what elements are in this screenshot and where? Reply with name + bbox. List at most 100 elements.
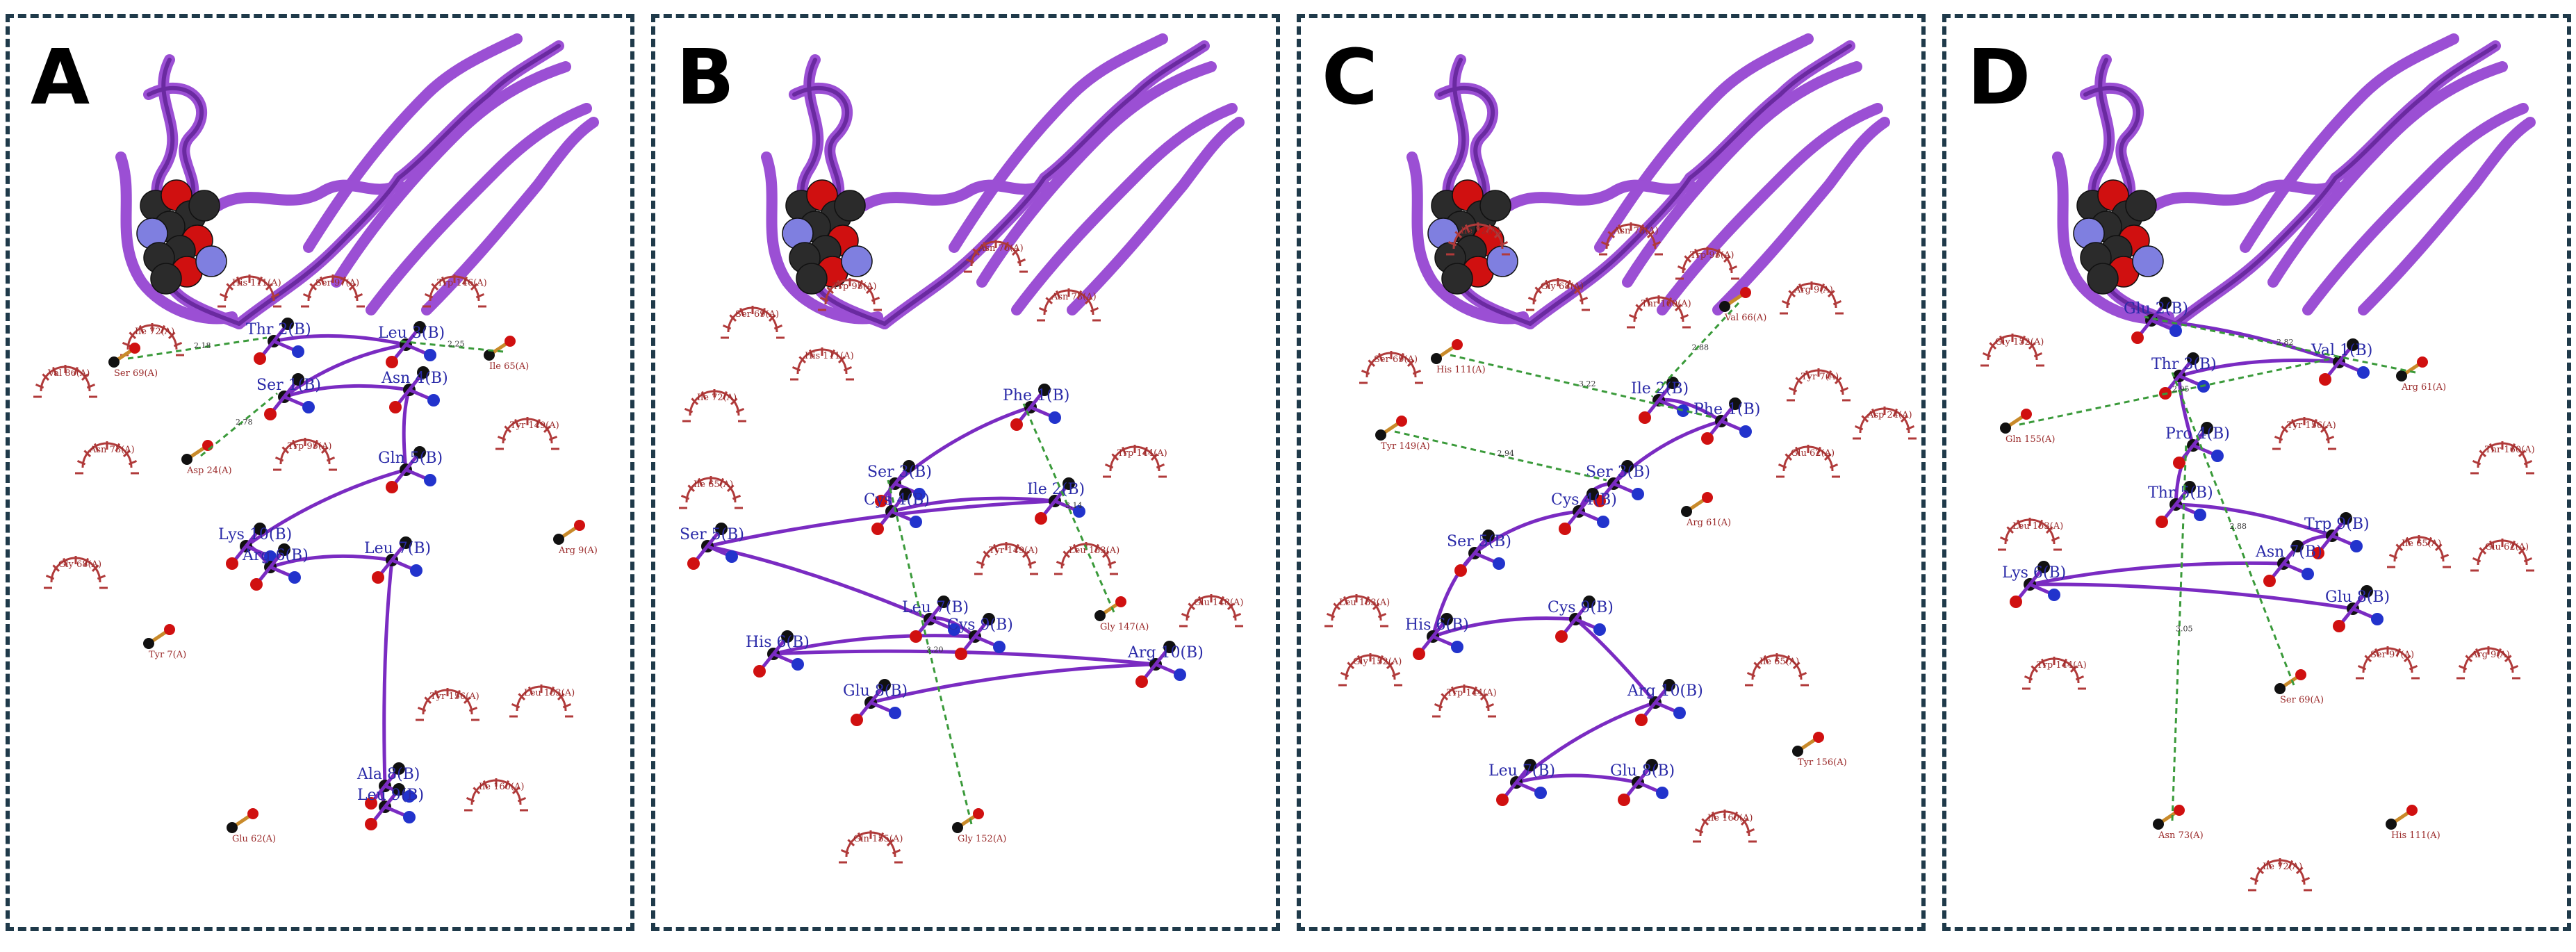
peptide-residue-labels: Glu 2(B)Val 1(B)Thr 3(B)Pro 4(B)Thr 5(B)…: [2002, 300, 2390, 606]
atom-7-1: [2037, 561, 2050, 573]
peptide-residue-label: Arg 6(B): [242, 547, 309, 564]
atom-4-1: [413, 446, 426, 459]
atom-6-2: [250, 578, 263, 591]
protein-residue-label: Leu 153(A): [2012, 521, 2063, 532]
protein-residue-label: Ile 65(A): [694, 479, 733, 490]
peptide-residue-label: His 6(B): [1405, 616, 1469, 634]
atom-3-2: [1559, 523, 1571, 535]
protein-residue-label: Gly 152(A): [1353, 657, 1402, 667]
hydrophobic-contact-arc: [273, 438, 337, 471]
panel-letter: B: [676, 33, 735, 122]
atom-6-1: [983, 613, 995, 625]
hbond-residue-sidechain: [2386, 805, 2418, 830]
hbond-distance-label: 2.78: [236, 418, 253, 427]
panel-a-diagram: Thr 2(B)Leu 3(B)Ser 1(B)Asn 4(B)Gln 5(B)…: [33, 33, 599, 844]
hydrophobic-contact-arc: [2470, 539, 2534, 572]
atom-5-2: [910, 630, 922, 643]
atom-4-2: [2156, 516, 2168, 528]
atom-7-3: [2048, 589, 2060, 601]
atom-8-3: [1534, 787, 1547, 799]
protein-residue-label: Asn 73(A): [89, 445, 135, 455]
protein-residue-label: Trp 95(A): [832, 281, 876, 292]
peptide-residue-label: Arg 10(B): [1127, 644, 1204, 662]
atom-0-1: [1666, 377, 1679, 389]
protein-residue-label: His 111(A): [805, 351, 854, 361]
peptide-residue-labels: Ile 2(B)Phe 1(B)Ser 3(B)Cys 4(B)Ser 5(B)…: [1405, 380, 1760, 780]
atom-2-3: [910, 516, 922, 528]
atom-5-3: [948, 623, 960, 636]
protein-residue-label: Arg 9(A): [1794, 285, 1833, 295]
peptide-residue-label: Ile 2(B): [1631, 380, 1689, 397]
protein-residue-label: Ile 72(A): [2263, 862, 2302, 872]
hydrophobic-contact-arc: [790, 347, 854, 381]
ligand-spheres: [1427, 179, 1518, 295]
protein-residue-label: Arg 61(A): [2401, 382, 2446, 393]
atom-9-1: [878, 679, 891, 691]
hbond-distance-label: 2.95: [2172, 385, 2190, 394]
protein-residue-label: Tyr 149(A): [1381, 441, 1430, 452]
atom-7-1: [400, 536, 412, 549]
hydrophobic-contact-arc: [2022, 657, 2086, 690]
peptide-residue-label: Leu 7(B): [902, 599, 969, 616]
atom-8-2: [2333, 620, 2345, 632]
protein-residue-label: His 111(A): [1436, 365, 1486, 375]
atom-2-2: [264, 408, 277, 420]
peptide-residue-label: Cys 9(B): [947, 616, 1013, 634]
hbond-distances: 3.143.20: [887, 403, 1115, 825]
atom-7-1: [1663, 679, 1675, 691]
protein-residue-label: Gly 68(A): [1541, 281, 1584, 292]
hbond-residue-sidechain: [227, 808, 259, 833]
peptide-residue-label: Ala 8(B): [356, 766, 420, 783]
panel-letter: C: [1322, 33, 1378, 122]
atom-1-1: [903, 460, 915, 473]
hbond-distance-label: 2.82: [2276, 338, 2294, 347]
atom-7-2: [753, 665, 766, 678]
atom-1-2: [386, 356, 398, 368]
atom-3-2: [389, 401, 402, 413]
hydrophobic-contact-arc: [301, 274, 365, 308]
peptide-residue-labels: Phe 1(B)Ser 3(B)Cys 4(B)Ile 2(B)Ser 5(B)…: [680, 387, 1204, 700]
protein-residue-label: Gly 147(A): [1100, 622, 1149, 632]
peptide-residue-label: Leu 7(B): [1488, 762, 1555, 780]
atom-5-1: [2340, 512, 2352, 525]
atom-2-1: [2187, 352, 2199, 365]
hbond-distance-label: 2.94: [1498, 449, 1515, 458]
atom-6-3: [1593, 623, 1606, 636]
peptide-residue-label: Leu 3(B): [378, 325, 445, 342]
peptide-residue-label: Leu 7(B): [364, 540, 431, 557]
hydrophobic-contact-arc: [1675, 247, 1739, 280]
atom-5-1: [937, 596, 950, 608]
protein-residue-labels: Ile 72(A)Asn 73(A)Trp 95(A)Gly 68(A)Arg …: [1324, 222, 1917, 843]
atom-8-2: [365, 797, 377, 810]
atom-7-3: [410, 564, 423, 577]
atom-7-3: [1673, 707, 1686, 719]
atom-4-2: [386, 481, 398, 493]
protein-residue-label: Trp 95(A): [1690, 250, 1734, 261]
hydrophobic-contact-arc: [464, 778, 528, 812]
protein-residue-label: Gln 155(A): [853, 834, 903, 844]
panel-letter: A: [31, 33, 90, 122]
hydrophobic-contact-arc: [1745, 653, 1809, 687]
protein-residue-label: Leu 153(A): [524, 688, 575, 698]
hydrophobic-contact-arc: [75, 441, 139, 475]
hbond-residue-sidechain: [484, 336, 516, 361]
protein-residue-label: Gln 155(A): [2005, 434, 2055, 445]
protein-residue-label: Asn 76(A): [978, 243, 1024, 254]
panel-b-diagram: Phe 1(B)Ser 3(B)Cys 4(B)Ile 2(B)Ser 5(B)…: [679, 33, 1245, 864]
peptide-residue-label: His 6(B): [746, 634, 810, 651]
atom-8-3: [1174, 668, 1186, 681]
atom-6-2: [2263, 575, 2276, 587]
atom-4-1: [2183, 481, 2196, 493]
atom-8-1: [1163, 641, 1176, 653]
peptide-residue-label: Ile 2(B): [1027, 481, 1085, 498]
hbond-residue-sidechain: [2000, 409, 2032, 434]
hydrophobic-contact-arc: [721, 306, 785, 339]
hydrophobic-contact-arc: [1446, 222, 1510, 256]
peptide-residue-label: Ser 5(B): [1447, 533, 1511, 550]
hydrophobic-contact-arc: [1599, 222, 1663, 256]
peptide-residue-label: Thr 3(B): [2151, 356, 2217, 373]
hbond-residue-sidechain: [181, 440, 213, 465]
hbond-distance-label: 3.20: [926, 646, 944, 655]
atom-9-3: [1656, 787, 1668, 799]
peptide-residue-label: Lys 10(B): [218, 526, 292, 543]
